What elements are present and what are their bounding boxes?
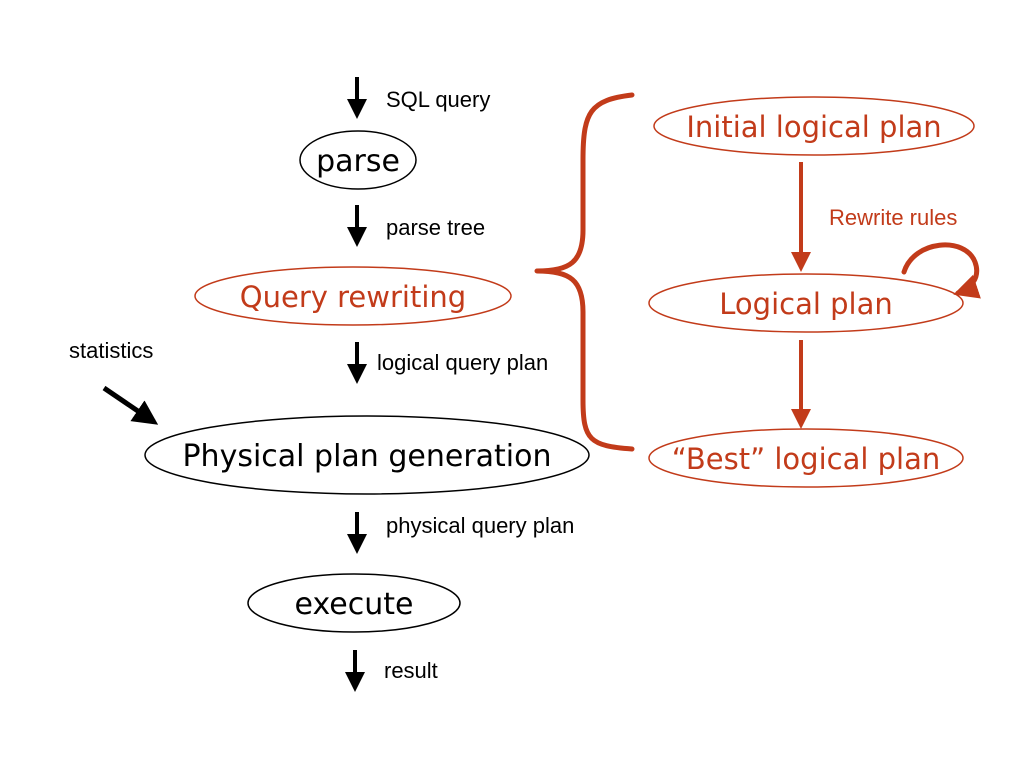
node-initial-logical-plan-label: Initial logical plan (686, 110, 941, 144)
node-logical-plan: Logical plan (648, 273, 964, 333)
node-parse-ellipse (299, 130, 417, 190)
node-best-logical-plan-ellipse (648, 428, 964, 488)
node-execute: execute (247, 573, 461, 633)
edge-label-result: result (384, 658, 438, 683)
side-input-statistics-label: statistics (69, 338, 153, 363)
node-physical-plan-generation-ellipse (144, 415, 590, 495)
node-query-rewriting-ellipse (194, 266, 512, 326)
node-parse-label: parse (316, 144, 400, 179)
node-query-rewriting: Query rewriting (194, 266, 512, 326)
node-query-rewriting-label: Query rewriting (240, 280, 466, 314)
node-execute-label: execute (295, 587, 414, 622)
edge-label-logical-query-plan: logical query plan (377, 350, 548, 375)
curly-brace (534, 92, 635, 452)
node-initial-logical-plan: Initial logical plan (653, 96, 975, 156)
node-best-logical-plan-label: “Best” logical plan (672, 442, 940, 476)
node-physical-plan-generation-label: Physical plan generation (182, 439, 551, 474)
arrow-statistics (102, 385, 159, 425)
edge-label-sql-query: SQL query (386, 87, 490, 112)
node-parse: parse (299, 130, 417, 190)
arrow-rewrite-loop-path (901, 242, 981, 299)
rewrite-rules-label: Rewrite rules (829, 205, 957, 230)
arrow-rewrite-loop (901, 242, 981, 299)
edge-label-parse-tree: parse tree (386, 215, 485, 240)
node-initial-logical-plan-ellipse (653, 96, 975, 156)
node-best-logical-plan: “Best” logical plan (648, 428, 964, 488)
node-execute-ellipse (247, 573, 461, 633)
edge-label-physical-query-plan: physical query plan (386, 513, 574, 538)
node-logical-plan-ellipse (648, 273, 964, 333)
arrow-statistics-line (102, 385, 159, 425)
node-logical-plan-label: Logical plan (719, 287, 892, 321)
node-physical-plan-generation: Physical plan generation (144, 415, 590, 495)
